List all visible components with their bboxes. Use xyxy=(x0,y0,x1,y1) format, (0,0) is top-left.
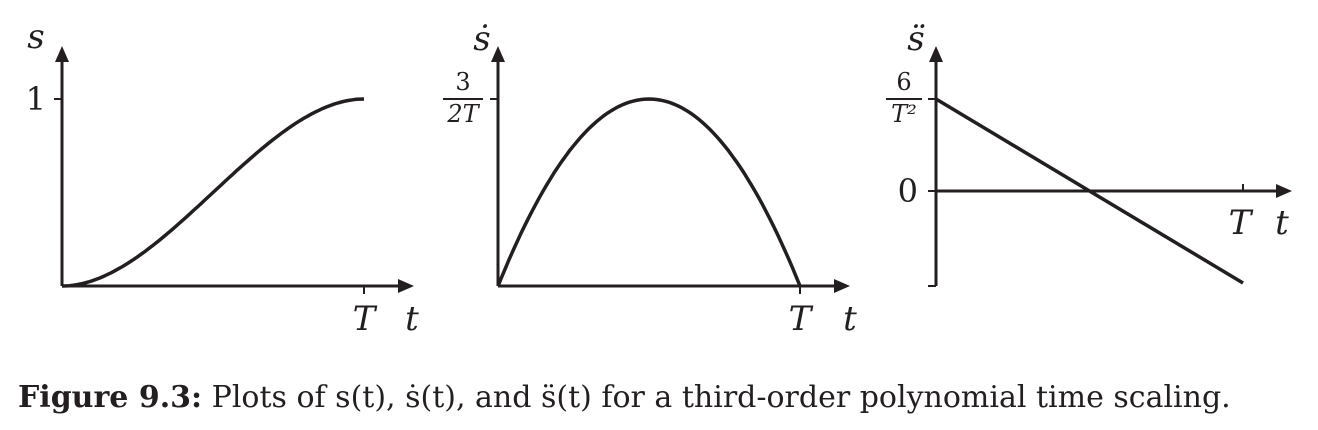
plot-sdot-curve xyxy=(496,97,802,287)
plot-sddot-y-tick-label: 6 T² xyxy=(886,68,922,128)
plot-sdot-y-label: ṡ xyxy=(473,19,490,59)
plot-s-x-label: t xyxy=(405,299,419,339)
plot-s: 1 T t s xyxy=(26,17,420,339)
plot-sdot-y-tick-num: 3 xyxy=(455,68,470,96)
plot-sddot-x-label: t xyxy=(1275,203,1289,243)
plot-sddot-y-tick-label-zero: 0 xyxy=(898,172,918,210)
plot-s-x-arrowhead xyxy=(398,279,414,293)
plot-sdot-x-tick-label: T xyxy=(789,299,814,339)
plot-sddot-curve xyxy=(935,97,1244,285)
plot-sddot-y-tick-num: 6 xyxy=(896,68,911,96)
plot-sddot-y-arrowhead xyxy=(929,46,943,62)
figure-caption-text: Plots of s(t), ṡ(t), and s̈(t) for a thi… xyxy=(211,380,1231,415)
figure-caption-label: Figure 9.3: xyxy=(18,380,203,415)
plot-s-curve xyxy=(61,97,365,288)
plot-sddot-y-label: s̈ xyxy=(907,19,925,59)
plot-sdot-x-arrowhead xyxy=(834,279,850,293)
plot-sdot-y-tick-label: 3 2T xyxy=(443,68,483,128)
figure-caption: Figure 9.3: Plots of s(t), ṡ(t), and s̈(… xyxy=(18,380,1308,415)
plot-sdot-y-arrowhead xyxy=(491,46,505,62)
plot-sdot-x-label: t xyxy=(843,299,857,339)
plot-sddot: 6 T² 0 T t s̈ xyxy=(886,19,1292,287)
plot-sddot-x-arrowhead xyxy=(1276,184,1292,198)
plot-s-y-arrowhead xyxy=(55,46,69,62)
plot-s-y-label: s xyxy=(27,17,44,57)
plot-sddot-y-tick-den: T² xyxy=(891,100,917,128)
plot-sdot-y-tick-den: 2T xyxy=(446,100,480,128)
plot-sddot-x-tick-label: T xyxy=(1229,203,1254,243)
plot-s-y-tick-label: 1 xyxy=(26,80,46,118)
plot-s-x-tick-label: T xyxy=(353,299,378,339)
plot-sdot: 3 2T T t ṡ xyxy=(443,19,857,339)
